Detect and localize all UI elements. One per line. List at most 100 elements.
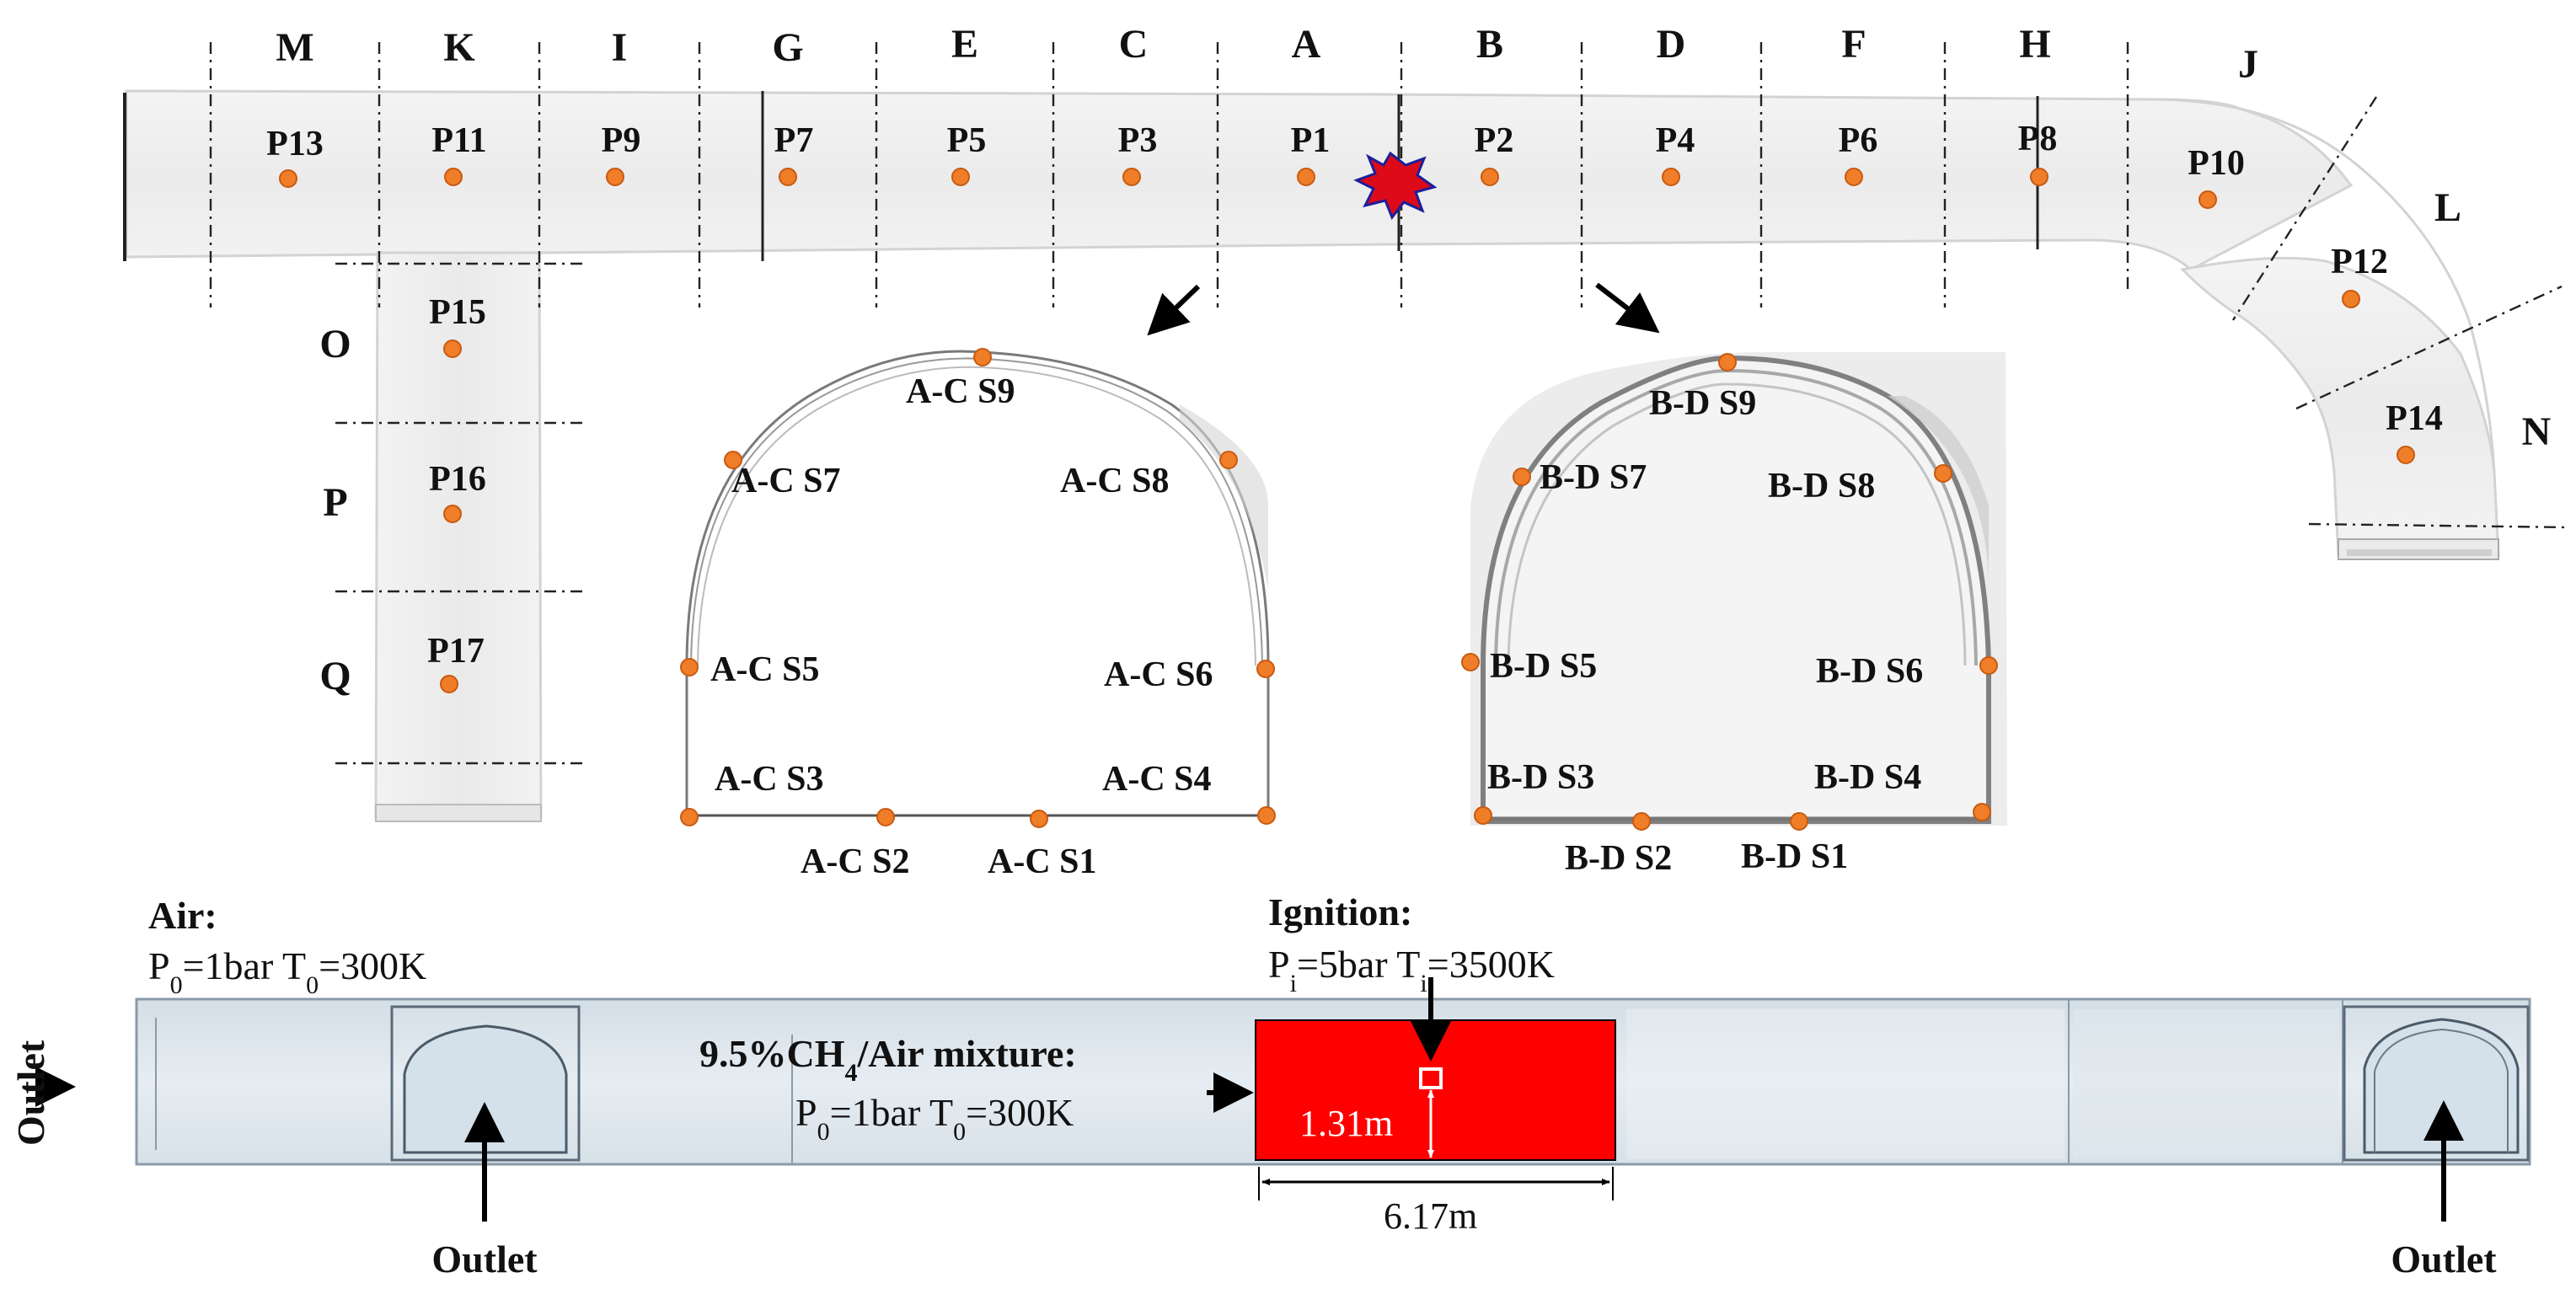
ignition-star-icon bbox=[1353, 151, 1438, 220]
svg-text:P12: P12 bbox=[2331, 243, 2388, 281]
point-p10: P10 bbox=[2188, 144, 2245, 209]
outlet-bottom-right-label: Outlet bbox=[2391, 1238, 2497, 1281]
svg-text:P1: P1 bbox=[1291, 121, 1331, 160]
svg-text:P9: P9 bbox=[602, 121, 641, 160]
section-label-l: L bbox=[2434, 185, 2461, 230]
section-label-e: E bbox=[951, 22, 978, 67]
branch-tunnel bbox=[374, 251, 543, 822]
bottom-arrows bbox=[35, 977, 2464, 1222]
bd-s6-label: B-D S6 bbox=[1816, 652, 1923, 691]
section-label-d: D bbox=[1657, 22, 1686, 67]
point-p6: P6 bbox=[1839, 121, 1878, 186]
ac-s3-label: A-C S3 bbox=[715, 760, 824, 799]
svg-text:P10: P10 bbox=[2188, 144, 2245, 183]
ignition-title: Ignition: bbox=[1268, 890, 1412, 933]
svg-text:P17: P17 bbox=[427, 632, 485, 671]
dimension-lines: 1.31m 6.17m bbox=[1258, 1089, 1614, 1237]
section-label-b: B bbox=[1476, 22, 1503, 67]
svg-text:P14: P14 bbox=[2386, 399, 2443, 438]
point-p13: P13 bbox=[266, 125, 324, 188]
ac-sensor-labels: A-C S9 A-C S7 A-C S8 A-C S5 A-C S6 A-C S… bbox=[710, 372, 1213, 881]
bd-s1-label: B-D S1 bbox=[1741, 837, 1848, 876]
bd-s8-label: B-D S8 bbox=[1768, 467, 1875, 505]
section-label-j: J bbox=[2238, 42, 2258, 87]
bd-sensor-labels: B-D S9 B-D S7 B-D S8 B-D S5 B-D S6 B-D S… bbox=[1487, 384, 1923, 878]
bd-s5-label: B-D S5 bbox=[1490, 647, 1597, 686]
ac-s5-label: A-C S5 bbox=[710, 650, 820, 689]
section-label-c: C bbox=[1119, 22, 1149, 67]
point-p15: P15 bbox=[429, 293, 486, 358]
outlet-left-label: Outlet bbox=[9, 1040, 52, 1146]
svg-text:P6: P6 bbox=[1839, 121, 1878, 160]
bd-s2-label: B-D S2 bbox=[1565, 839, 1672, 878]
svg-text:P5: P5 bbox=[947, 121, 987, 160]
point-p11: P11 bbox=[431, 121, 487, 186]
point-p9: P9 bbox=[602, 121, 641, 186]
ac-s9-label: A-C S9 bbox=[906, 372, 1015, 411]
point-p7: P7 bbox=[774, 121, 814, 186]
section-boundaries bbox=[209, 42, 2571, 765]
svg-text:P16: P16 bbox=[429, 460, 486, 499]
length-dimension-label: 6.17m bbox=[1384, 1195, 1477, 1237]
bd-s9-label: B-D S9 bbox=[1649, 384, 1756, 423]
bd-s7-label: B-D S7 bbox=[1540, 458, 1647, 497]
svg-text:P13: P13 bbox=[266, 125, 324, 163]
section-label-m: M bbox=[276, 25, 313, 70]
ac-s1-label: A-C S1 bbox=[988, 842, 1097, 881]
ignition-point-marker bbox=[1419, 1067, 1443, 1089]
point-p8: P8 bbox=[2018, 120, 2058, 186]
point-p1: P1 bbox=[1291, 121, 1331, 186]
main-tunnel bbox=[123, 89, 2500, 560]
air-title: Air: bbox=[148, 894, 217, 937]
section-label-group: M K I G E C A B D F H J L N O P Q bbox=[276, 22, 2551, 698]
bd-s3-label: B-D S3 bbox=[1487, 758, 1594, 797]
point-p14: P14 bbox=[2386, 399, 2443, 464]
ignition-conditions: Pi=5bar Ti=3500K bbox=[1268, 943, 1555, 997]
measurement-points: P13 P11 P9 P7 P5 P3 P1 P2 P4 P6 P8 P10 P… bbox=[266, 120, 2443, 693]
ac-sensor-dots bbox=[680, 348, 1276, 828]
point-p3: P3 bbox=[1118, 121, 1158, 186]
section-label-a: A bbox=[1292, 22, 1321, 67]
bd-sensor-dots bbox=[1461, 353, 1998, 831]
point-p17: P17 bbox=[427, 632, 485, 693]
point-p12: P12 bbox=[2331, 243, 2388, 308]
bd-s4-label: B-D S4 bbox=[1814, 758, 1921, 797]
svg-text:P4: P4 bbox=[1656, 121, 1695, 160]
ac-s4-label: A-C S4 bbox=[1102, 760, 1212, 799]
mixture-conditions: P0=1bar T0=300K bbox=[795, 1091, 1074, 1146]
svg-text:P7: P7 bbox=[774, 121, 814, 160]
section-label-f: F bbox=[1841, 22, 1866, 67]
section-label-q: Q bbox=[319, 654, 351, 698]
section-label-k: K bbox=[443, 25, 474, 70]
section-label-h: H bbox=[2019, 22, 2050, 67]
svg-text:P2: P2 bbox=[1475, 121, 1514, 160]
point-p2: P2 bbox=[1475, 121, 1514, 186]
air-conditions: P0=1bar T0=300K bbox=[148, 944, 426, 999]
ac-s6-label: A-C S6 bbox=[1104, 655, 1213, 694]
svg-text:P15: P15 bbox=[429, 293, 486, 332]
svg-text:P8: P8 bbox=[2018, 120, 2058, 158]
section-label-o: O bbox=[319, 322, 351, 366]
ac-cross-section: A-C S9 A-C S7 A-C S8 A-C S5 A-C S6 A-C S… bbox=[680, 348, 1276, 881]
ac-s7-label: A-C S7 bbox=[731, 462, 841, 500]
svg-text:P11: P11 bbox=[431, 121, 486, 160]
bd-cross-section: B-D S9 B-D S7 B-D S8 B-D S5 B-D S6 B-D S… bbox=[1461, 352, 2007, 878]
point-p5: P5 bbox=[947, 121, 987, 186]
section-label-g: G bbox=[772, 25, 803, 70]
pointer-arrows bbox=[1147, 282, 1660, 336]
outlet-bottom-left-label: Outlet bbox=[431, 1238, 538, 1281]
section-label-p: P bbox=[323, 480, 347, 525]
svg-text:P3: P3 bbox=[1118, 121, 1158, 160]
ac-s8-label: A-C S8 bbox=[1060, 462, 1170, 500]
height-dimension-label: 1.31m bbox=[1299, 1103, 1393, 1144]
section-label-i: I bbox=[612, 25, 628, 70]
side-view-tunnel bbox=[135, 997, 2531, 1166]
mixture-title: 9.5%CH4/Air mixture: bbox=[699, 1032, 1077, 1087]
point-p4: P4 bbox=[1656, 121, 1695, 186]
point-p16: P16 bbox=[429, 460, 486, 523]
section-label-n: N bbox=[2522, 409, 2552, 454]
ac-s2-label: A-C S2 bbox=[801, 842, 910, 881]
bottom-labels: Air: P0=1bar T0=300K Ignition: Pi=5bar T… bbox=[9, 890, 2497, 1281]
